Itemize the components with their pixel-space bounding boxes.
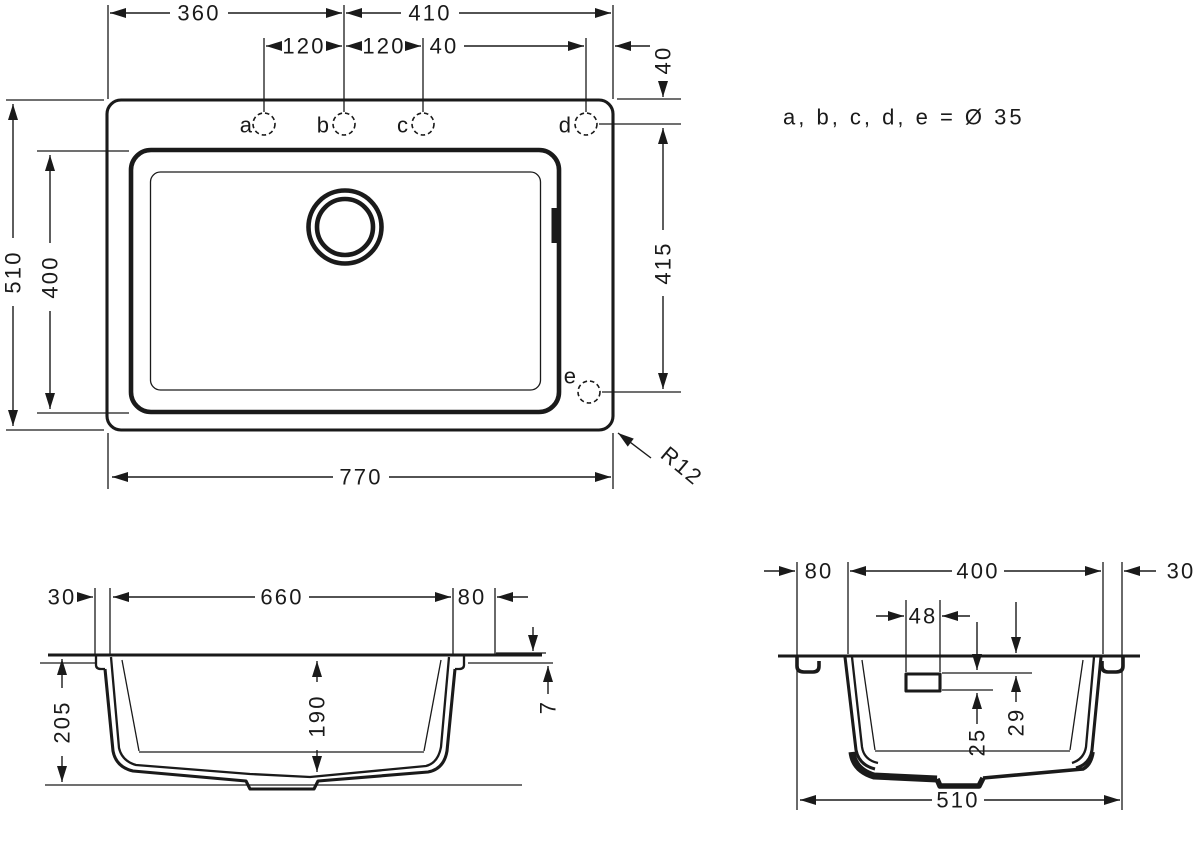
dim-value: 410 <box>408 1 451 26</box>
dim-bowl-width: 400 <box>850 559 1101 584</box>
tap-hole-b <box>332 112 356 136</box>
dim-value: 770 <box>339 465 382 490</box>
dim-rim-left: 30 <box>48 585 93 610</box>
dim-hole-pitch-ab: 120 <box>266 34 342 59</box>
dim-overall-width: 770 <box>112 465 611 490</box>
tap-hole-c-label: c <box>397 113 409 138</box>
dim-right-span: 410 <box>346 1 611 26</box>
right-rim-lip <box>455 656 466 671</box>
dim-bowl-height: 190 <box>305 661 330 772</box>
extension-lines <box>94 588 496 654</box>
tap-hole-c <box>411 112 435 136</box>
dim-overall-height: 205 <box>50 659 75 782</box>
leader-line <box>617 432 652 459</box>
back-rim-lip <box>795 656 821 674</box>
dim-rim-front: 30 <box>1124 559 1196 584</box>
dim-overall-width: 510 <box>800 788 1120 813</box>
counter-lines <box>40 652 553 664</box>
tap-hole-b-label: b <box>317 113 330 138</box>
dim-value: 415 <box>651 241 676 284</box>
extension-lines <box>6 5 681 489</box>
back-wall-outer <box>843 656 876 771</box>
dim-value: 510 <box>936 788 979 813</box>
bowl-outer-profile <box>103 668 457 791</box>
overflow-reference-lines <box>905 600 1032 691</box>
dim-value: 29 <box>1004 708 1029 737</box>
base-right <box>982 751 1095 780</box>
hole-diameter-note: a, b, c, d, e = Ø 35 <box>783 105 1025 130</box>
side-section-view: 80 400 30 48 29 25 510 <box>764 559 1196 813</box>
dim-value: 30 <box>48 585 77 610</box>
drain-outer-circle <box>306 188 384 266</box>
bowl-rim-outline <box>128 147 562 415</box>
dim-value: 25 <box>965 728 990 757</box>
bowl-bottom-outline <box>149 171 542 391</box>
dim-overflow-width: 48 <box>876 604 970 629</box>
dim-value: 360 <box>177 1 220 26</box>
dim-value: 7 <box>536 700 561 714</box>
tap-hole-a <box>252 112 276 136</box>
left-rim-lip <box>94 656 105 671</box>
front-wall-outer <box>1075 656 1103 770</box>
drain-inner-circle <box>314 196 376 258</box>
dim-overall-depth: 510 <box>1 104 26 426</box>
dim-value: 120 <box>362 34 405 59</box>
dim-value: 660 <box>260 585 303 610</box>
base-heavy-left <box>848 751 938 783</box>
dim-value: 48 <box>909 604 938 629</box>
dim-overflow-top-offset: 29 <box>1004 602 1029 736</box>
dim-bowl-depth: 400 <box>38 155 63 409</box>
dim-rim-above-counter: 7 <box>528 627 561 714</box>
sink-outline <box>105 98 615 432</box>
dim-value: 80 <box>805 559 834 584</box>
dim-value: 205 <box>50 700 75 743</box>
extension-lines <box>796 562 1123 810</box>
dim-value: 510 <box>1 250 26 293</box>
tap-hole-e-label: e <box>564 364 577 389</box>
dim-value: 40 <box>430 34 459 59</box>
dim-overflow-height: 25 <box>965 622 990 756</box>
front-rim-lip <box>1100 656 1125 674</box>
dim-corner-radius: R12 <box>617 432 708 491</box>
dim-hole-pitch-bc: 120 <box>346 34 421 59</box>
dim-value: 40 <box>651 46 676 75</box>
top-view: a b c d e 360 410 120 120 <box>1 1 709 491</box>
front-section-view: 30 660 80 7 205 190 <box>40 585 561 791</box>
dim-value: R12 <box>656 441 708 490</box>
dim-hole-d-to-e: 415 <box>651 128 676 389</box>
tap-hole-a-label: a <box>240 113 253 138</box>
dim-value: 80 <box>458 585 487 610</box>
back-wall-inner <box>850 656 879 765</box>
dim-rim-right: 80 <box>458 585 528 610</box>
tap-hole-d-label: d <box>559 113 572 138</box>
drain-recess <box>934 776 986 789</box>
dim-value: 120 <box>282 34 325 59</box>
dim-hole-d-top-inset: 40 <box>651 46 676 97</box>
dim-left-span: 360 <box>110 1 342 26</box>
dim-hole-d-edge-inset: 40 <box>430 34 650 59</box>
dim-value: 400 <box>38 255 63 298</box>
front-wall-inner <box>1071 656 1096 765</box>
tap-hole-e <box>577 380 601 404</box>
dim-value: 190 <box>305 694 330 737</box>
dim-value: 30 <box>1167 559 1196 584</box>
bowl-inner-profile <box>109 656 451 779</box>
back-wall-lines <box>861 659 1084 752</box>
dim-value: 400 <box>956 559 999 584</box>
dim-bowl-width: 660 <box>113 585 451 610</box>
overflow-opening <box>904 672 942 693</box>
back-wall-lines <box>121 659 442 753</box>
dim-rim-back: 80 <box>764 559 834 584</box>
overflow-slot-mark <box>551 208 561 243</box>
tap-hole-d <box>574 112 598 136</box>
